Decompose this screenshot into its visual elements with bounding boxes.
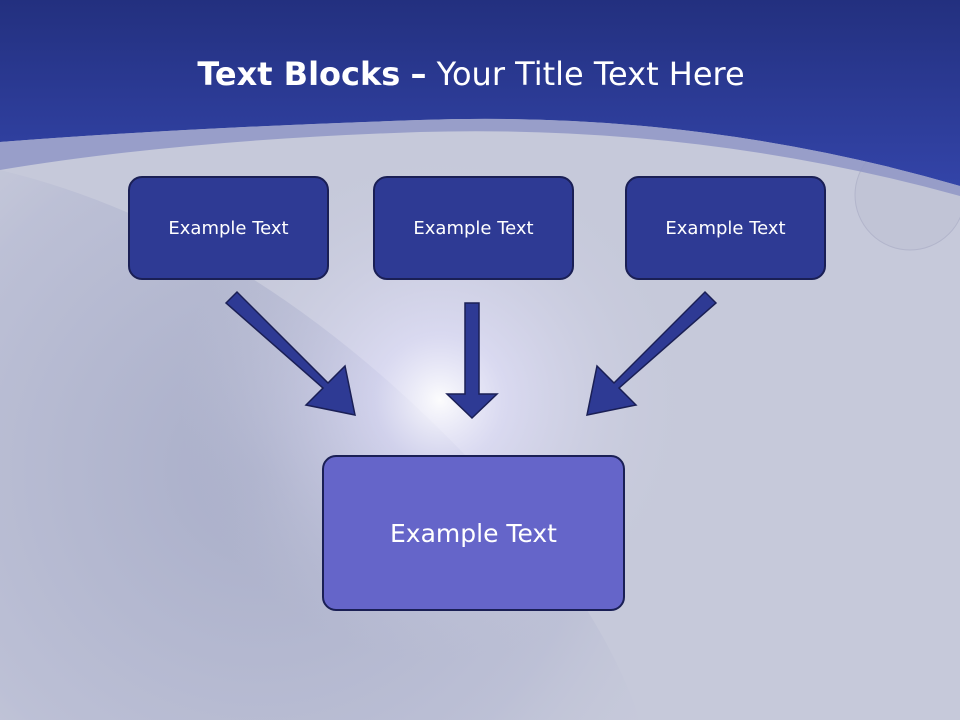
title-dash: – [410,55,426,93]
text-block-3-label: Example Text [665,218,785,239]
text-block-1[interactable]: Example Text [128,176,329,280]
text-block-3[interactable]: Example Text [625,176,826,280]
title-bold: Text Blocks [197,55,400,93]
text-block-2-label: Example Text [413,218,533,239]
target-text-block-label: Example Text [390,519,557,548]
target-text-block[interactable]: Example Text [322,455,625,611]
text-block-2[interactable]: Example Text [373,176,574,280]
text-block-1-label: Example Text [168,218,288,239]
title-rest: Your Title Text Here [437,55,745,93]
slide-title: Text Blocks – Your Title Text Here [0,52,942,96]
